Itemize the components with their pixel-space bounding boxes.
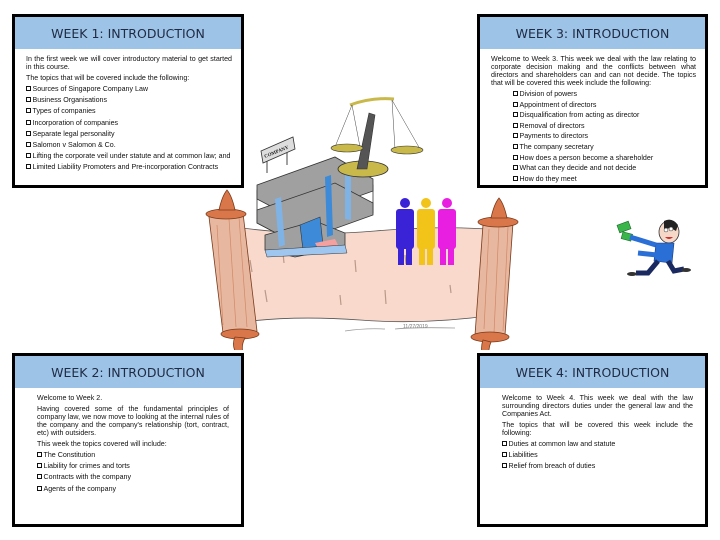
topic-item: Payments to directors [513, 132, 696, 140]
week2-welcome: Welcome to Week 2. [37, 394, 103, 402]
topic-item: Appointment of directors [513, 101, 696, 109]
topic-item: Division of powers [513, 90, 696, 98]
topic-item: What can they decide and not decide [513, 164, 696, 172]
company-law-illustration: 11/27/2019 COMPANY [205, 97, 519, 350]
week2-lead: This week the topics covered will includ… [37, 440, 167, 448]
checkbox-bullet-icon [26, 130, 31, 136]
topic-item: Liabilities [502, 451, 693, 459]
checkbox-bullet-icon [513, 154, 518, 160]
checkbox-bullet-icon [502, 452, 507, 458]
week2-card: WEEK 2: INTRODUCTION Welcome to Week 2. … [12, 353, 244, 527]
week4-topic-list: Duties at common law and statute Liabili… [502, 440, 693, 470]
week2-intro: Having covered some of the fundamental p… [37, 405, 229, 437]
checkbox-bullet-icon [513, 175, 518, 181]
checkbox-bullet-icon [26, 86, 31, 91]
topic-item: Contracts with the company [37, 473, 229, 481]
week4-intro: Welcome to Week 4. This week we deal wit… [502, 394, 693, 418]
running-man-with-money-icon [616, 219, 691, 276]
topic-item: Lifting the corporate veil under statute… [26, 152, 232, 160]
checkbox-bullet-icon [502, 463, 507, 469]
topic-item: Removal of directors [513, 122, 696, 130]
topic-item: The Constitution [37, 451, 229, 459]
topic-item: Disqualification from acting as director [513, 111, 696, 119]
topic-item: The company secretary [513, 143, 696, 151]
checkbox-bullet-icon [513, 133, 518, 139]
checkbox-bullet-icon [26, 97, 31, 103]
week3-title: WEEK 3: INTRODUCTION [480, 17, 705, 49]
scales-of-justice-icon [330, 97, 424, 178]
checkbox-bullet-icon [513, 112, 518, 118]
topic-item: Sources of Singapore Company Law [26, 85, 232, 93]
week4-lead: The topics that will be covered this wee… [502, 421, 693, 437]
week4-card: WEEK 4: INTRODUCTION Welcome to Week 4. … [477, 353, 708, 527]
week2-topic-list: The Constitution Liability for crimes an… [37, 451, 229, 493]
checkbox-bullet-icon [37, 485, 42, 491]
checkbox-bullet-icon [37, 452, 42, 457]
week2-title: WEEK 2: INTRODUCTION [15, 356, 241, 388]
checkbox-bullet-icon [26, 119, 31, 125]
checkbox-bullet-icon [26, 141, 31, 147]
checkbox-bullet-icon [37, 474, 42, 480]
week4-title: WEEK 4: INTRODUCTION [480, 356, 705, 388]
topic-item: Salomon v Salomon & Co. [26, 141, 232, 149]
week1-lead: The topics that will be covered include … [26, 74, 190, 82]
topic-item: Separate legal personality [26, 130, 232, 138]
week1-intro: In the first week we will cover introduc… [26, 55, 232, 71]
topic-item: Limited Liability Promoters and Pre-inco… [26, 163, 232, 171]
week3-topic-list: Division of powers Appointment of direct… [491, 90, 696, 183]
week3-card: WEEK 3: INTRODUCTION Welcome to Week 3. … [477, 14, 708, 188]
topic-item: Types of companies [26, 107, 232, 115]
topic-item: Agents of the company [37, 485, 229, 493]
week1-topic-list: Sources of Singapore Company Law Busines… [26, 85, 232, 171]
checkbox-bullet-icon [513, 143, 518, 149]
checkbox-bullet-icon [513, 122, 518, 128]
checkbox-bullet-icon [37, 463, 42, 469]
topic-item: Relief from breach of duties [502, 462, 693, 470]
shareholders-figures-icon [396, 198, 456, 265]
checkbox-bullet-icon [513, 165, 518, 171]
topic-item: Business Organisations [26, 96, 232, 104]
checkbox-bullet-icon [26, 153, 31, 159]
week1-card: WEEK 1: INTRODUCTION In the first week w… [12, 14, 244, 188]
week3-intro: Welcome to Week 3. This week we deal wit… [491, 55, 696, 87]
topic-item: Incorporation of companies [26, 119, 232, 127]
topic-item: How do they meet [513, 175, 696, 183]
company-building-icon: COMPANY [256, 136, 374, 258]
topic-item: Liability for crimes and torts [37, 462, 229, 470]
svg-text:11/27/2019: 11/27/2019 [403, 324, 428, 330]
checkbox-bullet-icon [502, 441, 507, 446]
checkbox-bullet-icon [513, 91, 518, 96]
checkbox-bullet-icon [513, 101, 518, 107]
checkbox-bullet-icon [26, 164, 31, 170]
checkbox-bullet-icon [26, 108, 31, 114]
topic-item: Duties at common law and statute [502, 440, 693, 448]
topic-item: How does a person become a shareholder [513, 154, 696, 162]
week1-title: WEEK 1: INTRODUCTION [15, 17, 241, 49]
